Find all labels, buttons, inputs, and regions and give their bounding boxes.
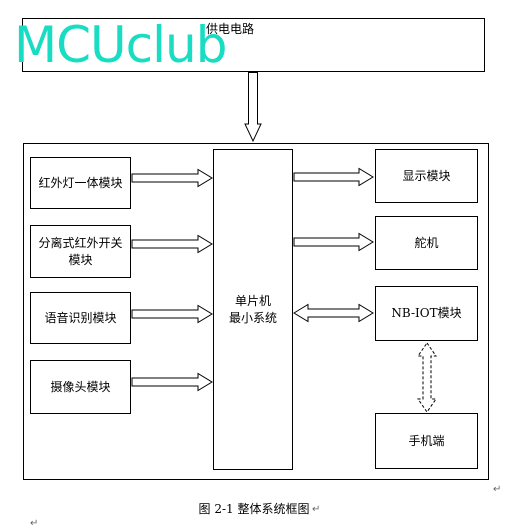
system-frame	[23, 143, 489, 480]
phone-box: 手机端	[375, 413, 478, 469]
arrow-mcu-to-display	[293, 167, 374, 187]
power-supply-box	[22, 18, 485, 72]
servo-label: 舵机	[414, 235, 439, 250]
display-module-label: 显示模块	[402, 168, 451, 183]
nbiot-module-box: NB-IOT模块	[375, 286, 478, 341]
voice-recognition-module-label: 语音识别模块	[44, 310, 117, 325]
voice-recognition-module-box: 语音识别模块	[30, 292, 131, 344]
arrow-mcu-to-servo	[293, 232, 374, 252]
mcu-label-line1: 单片机	[234, 294, 271, 309]
ir-switch-module-label-line1: 分离式红外开关	[38, 236, 123, 251]
arrow-ir-light-to-mcu	[131, 168, 213, 188]
arrow-ir-switch-to-mcu	[131, 234, 213, 254]
servo-box: 舵机	[375, 216, 478, 270]
ir-switch-module-label-line2: 模块	[68, 252, 93, 267]
arrow-camera-to-mcu	[131, 372, 213, 392]
nbiot-module-label: NB-IOT模块	[391, 306, 462, 321]
power-supply-label: 供电电路	[206, 22, 255, 36]
ir-light-module-box: 红外灯一体模块	[30, 157, 131, 209]
return-mark-right: ↵	[493, 484, 502, 495]
display-module-box: 显示模块	[375, 149, 478, 203]
return-mark-caption: ↵	[312, 504, 321, 515]
figure-caption: 图 2-1 整体系统框图	[198, 502, 310, 516]
arrow-mcu-nbiot-bidirectional	[293, 303, 374, 323]
camera-module-box: 摄像头模块	[30, 360, 131, 414]
ir-switch-module-box: 分离式红外开关 模块	[30, 225, 131, 278]
ir-light-module-label: 红外灯一体模块	[38, 175, 123, 190]
watermark-logo: MCUclub	[14, 16, 227, 74]
arrow-voice-to-mcu	[131, 304, 213, 324]
mcu-box: 单片机 最小系统	[213, 149, 293, 470]
return-mark-bottom: ↵	[30, 518, 39, 529]
camera-module-label: 摄像头模块	[50, 379, 111, 394]
arrow-power-to-system	[244, 72, 262, 143]
mcu-label-line2: 最小系统	[228, 310, 277, 325]
arrow-nbiot-phone-dashed	[417, 342, 437, 413]
phone-label: 手机端	[408, 433, 445, 448]
